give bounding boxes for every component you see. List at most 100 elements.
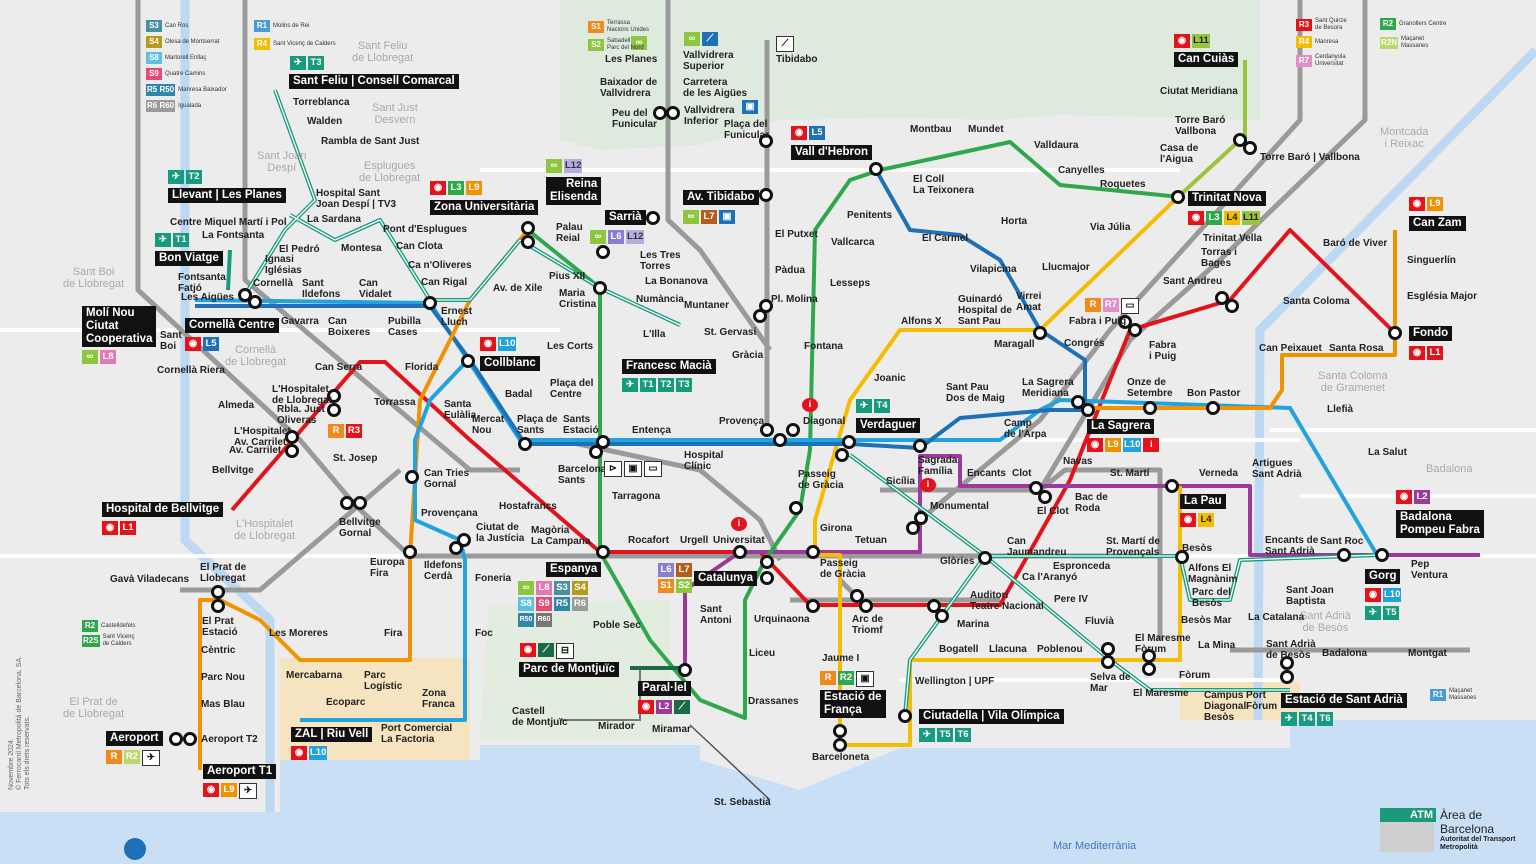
station-label[interactable]: Sant Roc <box>1320 536 1364 547</box>
station-label[interactable]: Viladecans <box>137 574 190 585</box>
station-label[interactable]: Joanic <box>874 373 906 384</box>
station-label[interactable]: Llacuna <box>989 644 1027 655</box>
station-label[interactable]: Tetuan <box>855 535 888 546</box>
station-label[interactable]: Pont d'Esplugues <box>383 224 468 235</box>
station-label[interactable]: Passeig de Gràcia <box>820 558 866 580</box>
station-label[interactable]: El Prat de Llobregat <box>200 562 247 584</box>
station-label[interactable]: Fontsanta Fatjó <box>178 272 226 294</box>
station-label[interactable]: Vilapicina <box>970 264 1017 275</box>
station-label[interactable]: El Clot <box>1037 506 1069 517</box>
station-label[interactable]: Liceu <box>749 648 776 659</box>
station-label[interactable]: Numància <box>636 294 684 305</box>
station-label[interactable]: Sant Joan Baptista <box>1286 585 1334 607</box>
terminal-reina-elisenda[interactable]: Reina Elisenda <box>546 177 602 205</box>
station-label[interactable]: Ca n'Oliveres <box>408 260 472 271</box>
station-label[interactable]: Sagrada Família <box>918 455 958 477</box>
station-label[interactable]: La Fontsanta <box>202 230 265 241</box>
station-label[interactable]: Fòrum <box>1179 670 1211 681</box>
station-label[interactable]: Onze de Setembre <box>1127 377 1173 399</box>
station-label[interactable]: Guinardó Hospital de Sant Pau <box>958 294 1012 327</box>
station-label[interactable]: Can Clota <box>396 241 443 252</box>
station-label[interactable]: Passeig de Gràcia <box>798 469 844 491</box>
terminal-espanya[interactable]: Espanya <box>546 562 602 577</box>
station-label[interactable]: Palau Reial <box>556 222 583 244</box>
terminal-zona-universitaria[interactable]: Zona Universitària <box>430 200 539 215</box>
station-label[interactable]: Espronceda <box>1053 561 1111 572</box>
station-label[interactable]: L'Hospitalet de Llobregat <box>272 384 333 406</box>
station-label[interactable]: Vallvidrera Superior <box>683 50 734 72</box>
station-label[interactable]: Penitents <box>847 210 893 221</box>
station-label[interactable]: Llefià <box>1327 404 1354 415</box>
station-label[interactable]: Ciutat Meridiana <box>1160 86 1238 97</box>
station-label[interactable]: St. Martí <box>1110 468 1150 479</box>
station-label[interactable]: Rambla de Sant Just <box>321 136 420 147</box>
terminal-zal-riu-vell[interactable]: ZAL | Riu Vell <box>291 727 373 742</box>
station-label[interactable]: Foc <box>475 628 493 639</box>
station-label[interactable]: Lesseps <box>830 278 871 289</box>
station-label[interactable]: Can Peixauet <box>1259 343 1322 354</box>
station-label[interactable]: Artigues Sant Adrià <box>1252 458 1302 480</box>
station-label[interactable]: Mas Blau <box>201 699 245 710</box>
station-label[interactable]: Besòs Mar <box>1181 615 1232 626</box>
terminal-parc-montjuic[interactable]: Parc de Montjuïc <box>519 662 620 677</box>
station-label[interactable]: Plaça de Sants <box>517 414 558 436</box>
station-label[interactable]: Cèntric <box>201 645 236 656</box>
station-label[interactable]: Can Vidalet <box>359 278 392 300</box>
station-label[interactable]: Tibidabo <box>776 54 818 65</box>
station-label[interactable]: Mirador <box>598 721 635 732</box>
station-label[interactable]: Port Comercial La Factoria <box>381 723 453 745</box>
station-label[interactable]: Av. Carrilet <box>229 445 282 456</box>
station-label[interactable]: Sant Andreu <box>1163 276 1223 287</box>
station-label[interactable]: St. Martí de Provençals <box>1106 536 1160 558</box>
station-label[interactable]: St. Gervasi <box>704 327 757 338</box>
station-label[interactable]: Mundet <box>968 124 1004 135</box>
station-label[interactable]: Muntaner <box>684 300 729 311</box>
terminal-estacio-franca[interactable]: Estació de França <box>820 690 886 718</box>
station-label[interactable]: Provençana <box>421 508 478 519</box>
station-label[interactable]: Valldaura <box>1034 140 1079 151</box>
info-icon[interactable]: i <box>920 478 936 492</box>
station-label[interactable]: Congrés <box>1064 338 1105 349</box>
station-label[interactable]: Mercat Nou <box>472 414 505 436</box>
station-label[interactable]: Via Júlia <box>1090 222 1131 233</box>
station-label[interactable]: La Mina <box>1198 640 1236 651</box>
station-label[interactable]: Clot <box>1012 468 1032 479</box>
station-label[interactable]: El Carmel <box>922 233 969 244</box>
terminal-trinitat-nova[interactable]: Trinitat Nova <box>1188 191 1266 206</box>
station-label[interactable]: Casa de l'Aigua <box>1160 143 1199 165</box>
terminal-av-tibidabo[interactable]: Av. Tibidabo <box>683 190 759 205</box>
terminal-moli-nou[interactable]: Molí Nou Ciutat Cooperativa <box>82 306 157 347</box>
station-label[interactable]: Sant Antoni <box>700 604 732 626</box>
station-label[interactable]: El Maresme <box>1133 688 1189 699</box>
station-label[interactable]: Parc Logístic <box>364 670 403 692</box>
station-label[interactable]: Navas <box>1063 456 1093 467</box>
station-label[interactable]: Monumental <box>930 501 989 512</box>
station-label[interactable]: Magòria La Campana <box>531 525 591 547</box>
station-label[interactable]: Sant Pau Dos de Maig <box>946 382 1005 404</box>
station-label[interactable]: El Maresme Fòrum <box>1135 633 1191 655</box>
station-label[interactable]: Provença <box>719 416 765 427</box>
station-label[interactable]: Auditori Teatre Nacional <box>970 590 1044 612</box>
station-label[interactable]: Zona Franca <box>422 688 455 710</box>
station-label[interactable]: Les Corts <box>547 341 594 352</box>
station-label[interactable]: El Coll La Teixonera <box>913 174 974 196</box>
station-label[interactable]: Can Serra <box>315 362 363 373</box>
station-label[interactable]: Singuerlín <box>1407 255 1456 266</box>
terminal-francesc-macia[interactable]: Francesc Macià <box>622 359 716 374</box>
station-label[interactable]: Aeroport T2 <box>201 734 258 745</box>
station-label[interactable]: Foneria <box>475 573 512 584</box>
station-label[interactable]: St. Sebastià <box>714 797 771 808</box>
station-label[interactable]: Arc de Triomf <box>852 614 884 636</box>
station-label[interactable]: Tarragona <box>612 491 661 502</box>
terminal-sarria[interactable]: Sarrià <box>605 210 646 225</box>
station-label[interactable]: Almeda <box>218 400 255 411</box>
station-label[interactable]: Gràcia <box>732 350 764 361</box>
station-label[interactable]: Església Major <box>1407 291 1478 302</box>
station-label[interactable]: Peu del Funicular <box>612 108 658 130</box>
station-label[interactable]: Can Tries Gornal <box>424 468 470 490</box>
station-label[interactable]: Can Boixeres <box>328 316 371 338</box>
station-label[interactable]: Diagonal <box>803 416 846 427</box>
station-label[interactable]: Sant Boi <box>160 330 182 352</box>
station-label[interactable]: Santa Eulàlia <box>444 399 477 421</box>
station-label[interactable]: Santa Rosa <box>1329 343 1384 354</box>
